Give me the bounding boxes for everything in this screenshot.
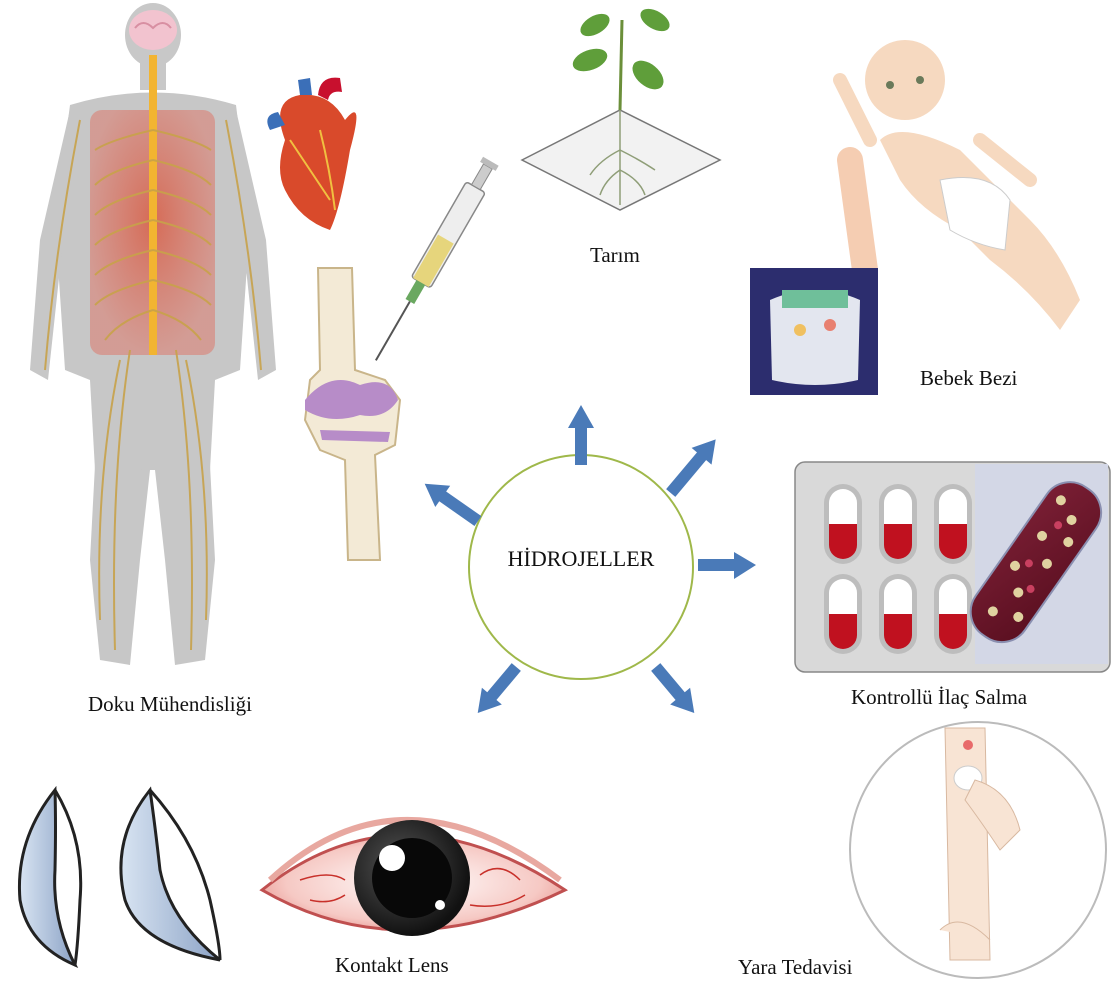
arrow-up-right: [661, 431, 726, 501]
brain-shape: [129, 10, 177, 50]
label-controlled-drug-release: Kontrollü İlaç Salma: [851, 685, 1027, 710]
human-body-illustration: [30, 3, 276, 665]
capsule-icon: [934, 574, 972, 654]
red-eye-illustration: [262, 820, 565, 936]
plant-illustration: [522, 4, 720, 210]
heart-illustration: [267, 78, 356, 230]
capsule-icon: [879, 574, 917, 654]
label-agriculture: Tarım: [590, 243, 640, 268]
label-wound-treatment: Yara Tedavisi: [738, 955, 852, 980]
contact-lens-illustration: [19, 790, 220, 965]
diaper-photo: [750, 268, 878, 395]
capsule-icon: [879, 484, 917, 564]
arrow-up-left: [417, 473, 485, 532]
arrow-down-right: [646, 659, 704, 722]
arrow-down-left: [468, 659, 526, 722]
syringe-icon: [366, 156, 500, 366]
capsule-blister-pack: [795, 462, 1112, 672]
knee-joint-illustration: [305, 268, 400, 560]
label-contact-lens: Kontakt Lens: [335, 953, 449, 978]
arrow-right: [698, 552, 756, 579]
wound-care-illustration: [850, 722, 1106, 978]
center-label: HİDROJELLER: [468, 546, 694, 572]
label-tissue-engineering: Doku Mühendisliği: [88, 692, 252, 717]
capsule-icon: [824, 484, 862, 564]
capsule-icon: [934, 484, 972, 564]
capsule-icon: [824, 574, 862, 654]
label-baby-diaper: Bebek Bezi: [920, 366, 1017, 391]
